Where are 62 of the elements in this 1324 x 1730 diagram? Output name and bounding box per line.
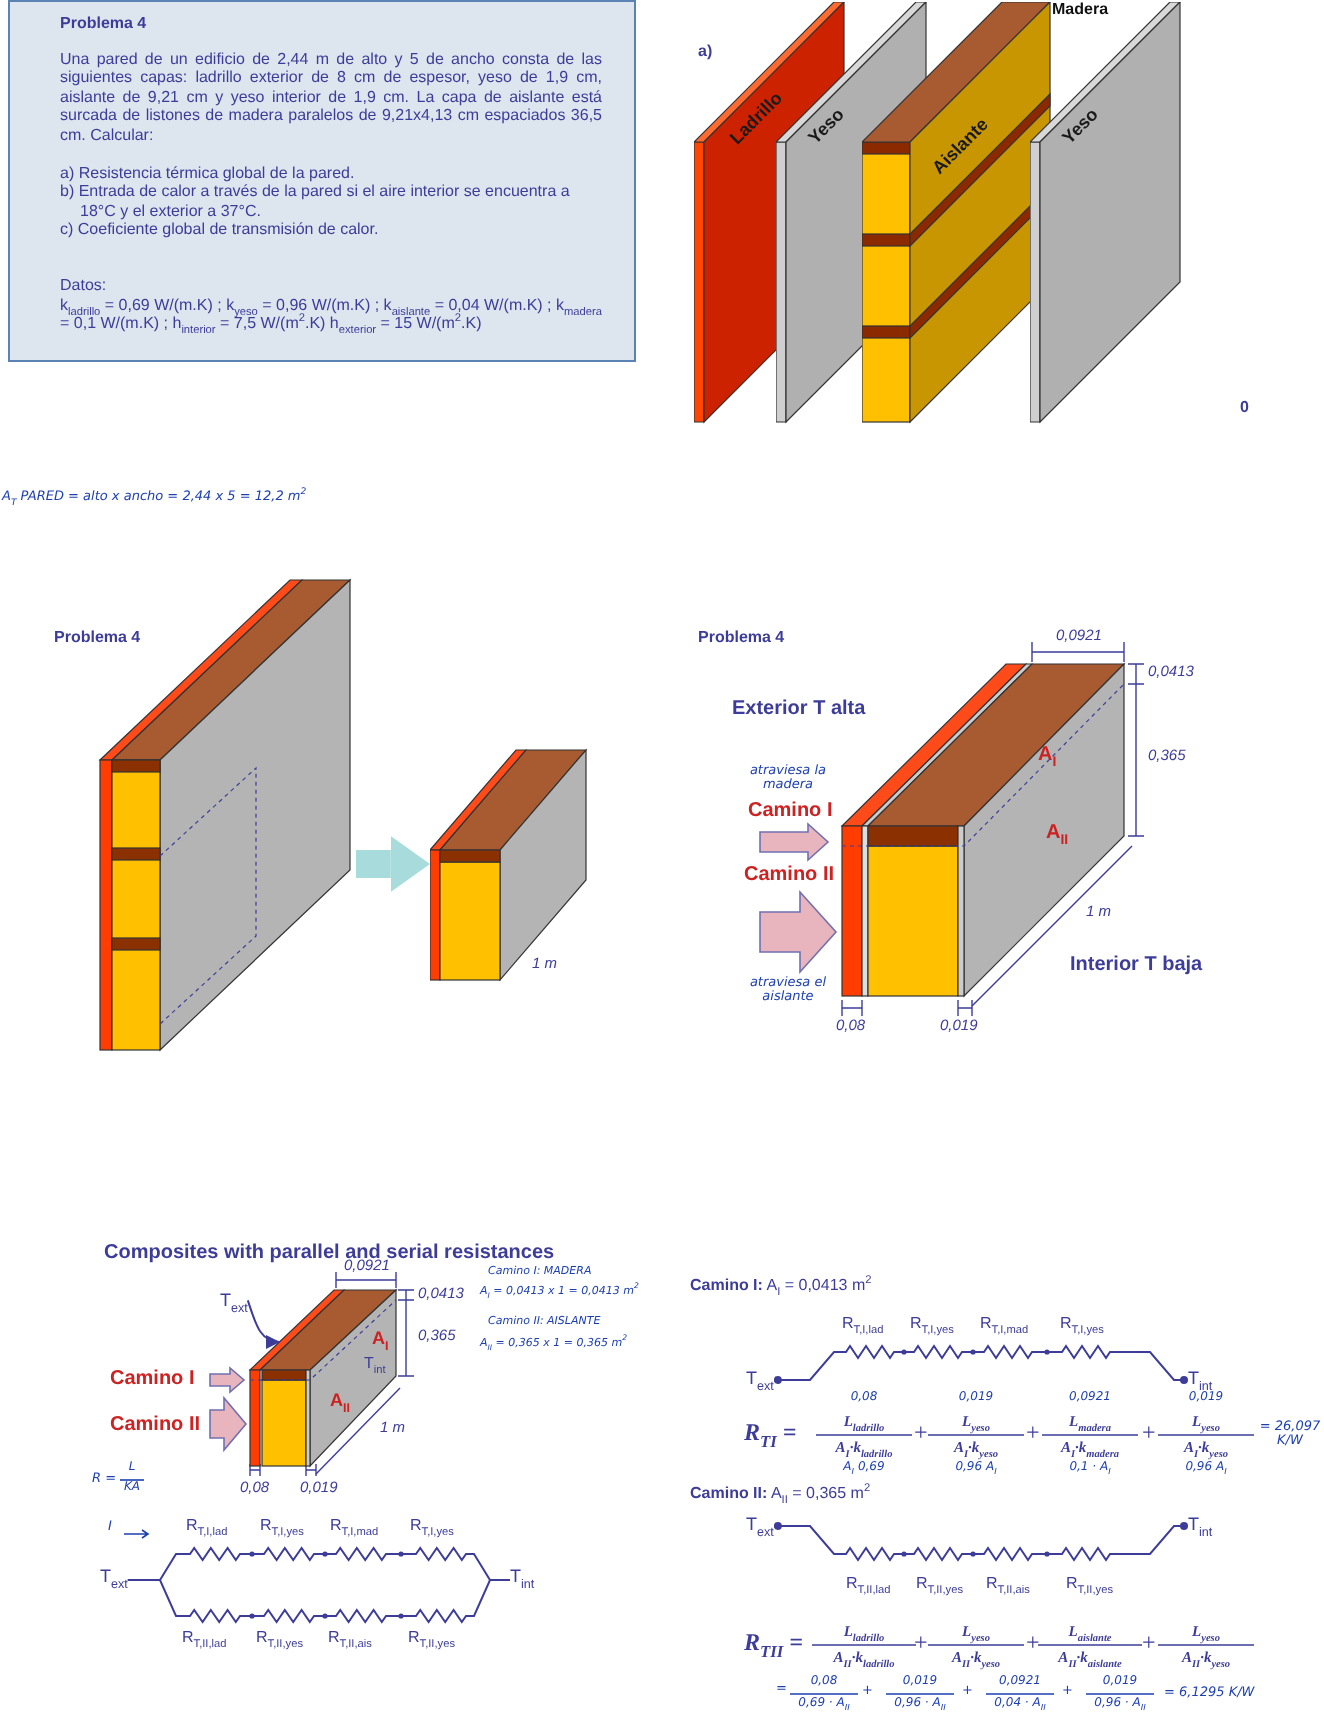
path-label: A$_{II}$	[1046, 822, 1069, 845]
temperature-label: T$_{int}$	[1188, 1368, 1213, 1389]
area-label: A$_{II}$	[330, 1390, 350, 1411]
region-label: Exterior T alta	[732, 698, 866, 721]
wall-section-drawing	[430, 746, 590, 986]
resistor-label: R$_{T,I,lad}$	[186, 1516, 228, 1535]
path-label: Camino I	[110, 1368, 195, 1391]
resistor-label: T$_{int}$	[364, 1354, 386, 1373]
heading: Problema 4	[60, 14, 149, 34]
area-label: A$_{I}$	[372, 1328, 389, 1349]
temperature-label: T$_{ext}$	[220, 1290, 248, 1311]
temperature-label: T$_{ext}$	[746, 1368, 774, 1389]
path-label: A$_{I}$	[1038, 744, 1057, 767]
section-heading: Camino II: A$_{II}$ = 0,365 m$^{2}$	[690, 1484, 871, 1503]
resistor-label: R$_{T,II,ais}$	[328, 1628, 372, 1647]
resistor-label: R$_{T,II,ais}$	[986, 1574, 1030, 1593]
data-heading: Datos:	[60, 275, 109, 296]
formula-operator: +	[1142, 1420, 1156, 1448]
resistor-label: R$_{T,II,yes}$	[256, 1628, 303, 1647]
temperature-label: T$_{int}$	[510, 1566, 535, 1587]
resistor-label: R$_{T,I,yes}$	[410, 1516, 454, 1535]
resistor-label: R$_{T,I,mad}$	[980, 1314, 1029, 1333]
list-item: c) Coeficiente global de transmisión de calor.	[60, 220, 381, 240]
formula-operator: +	[1142, 1630, 1156, 1658]
problem-statement: Una pared de un edificio de 2,44 m de alto y 5 de ancho consta de las siguientes capas: ladrillo exterior de 8 cm de espesor, yeso de 1,9 cm, aislante de 9,21 cm y yeso interior de 1,9 cm. La capa de aislante está surcada de listones de madera paralelos de 9,21x4,13 cm espaciados 36,5 cm. Calcular:	[60, 49, 602, 146]
circuit-wire	[773, 1344, 1188, 1384]
resistor-label: R$_{T,II,yes}$	[408, 1628, 455, 1647]
layer-label: Madera	[1052, 0, 1109, 19]
resistor-label: R$_{T,II,yes}$	[1066, 1574, 1113, 1593]
temperature-label: T$_{ext}$	[100, 1566, 128, 1587]
problem-card	[8, 0, 636, 362]
leader-line	[246, 1299, 281, 1348]
formula-operator: +	[914, 1630, 928, 1658]
path-label: Camino II	[744, 864, 835, 887]
path-label: Camino II	[110, 1414, 201, 1437]
section-heading: Camino I: A$_{I}$ = 0,0413 m$^{2}$	[690, 1276, 872, 1295]
resistor-label: R$_{T,I,yes}$	[910, 1314, 954, 1333]
slide-heading: a)	[698, 42, 713, 61]
temperature-label: T$_{int}$	[1188, 1514, 1213, 1535]
temperature-label: T$_{ext}$	[746, 1514, 774, 1535]
data-text: k$_{ladrillo}$ = 0,69 W/(m.K) ; k$_{yeso}$ = 0,96 W/(m.K) ; k$_{aislante}$ = 0,04 W/(m.K) ; k$_{madera}$ = 0,1 W/(m.K) ; h$_{interior}$ = 7,5 W/(m$^{2}$.K) h$_{exterior}$ = 15 W/(m$^{2}$.K)	[60, 295, 602, 334]
slide-heading: Problema 4	[54, 628, 141, 647]
resistor-label: R$_{T,I,lad}$	[842, 1314, 884, 1333]
resistor-label: R$_{T,II,lad}$	[182, 1628, 227, 1647]
slide-heading: Problema 4	[698, 628, 785, 647]
resistor-label: R$_{T,II,yes}$	[916, 1574, 963, 1593]
path-label: Camino I	[748, 800, 833, 823]
formula-term: R$_{TI}$ =	[744, 1420, 797, 1448]
formula-term: R$_{TII}$ =	[744, 1630, 803, 1658]
list-item: a) Resistencia térmica global de la pared.	[60, 163, 357, 183]
resistor-label: R$_{T,I,mad}$	[330, 1516, 379, 1535]
list-item: b) Entrada de calor a través de la pared si el aire interior se encuentra a 18°C y el exterior a 37°C.	[60, 182, 572, 221]
circuit-wire	[126, 1579, 511, 1624]
region-label: Interior T baja	[1070, 954, 1203, 977]
resistor-label: R$_{T,I,yes}$	[1060, 1314, 1104, 1333]
circuit-wire	[773, 1522, 1188, 1562]
formula-operator: +	[1026, 1420, 1040, 1448]
resistor-label: R$_{T,I,yes}$	[260, 1516, 304, 1535]
slide-heading: 0	[1240, 398, 1249, 417]
resistor-label: R$_{T,II,lad}$	[846, 1574, 891, 1593]
formula-operator: +	[914, 1420, 928, 1448]
formula-operator: +	[1026, 1630, 1040, 1658]
